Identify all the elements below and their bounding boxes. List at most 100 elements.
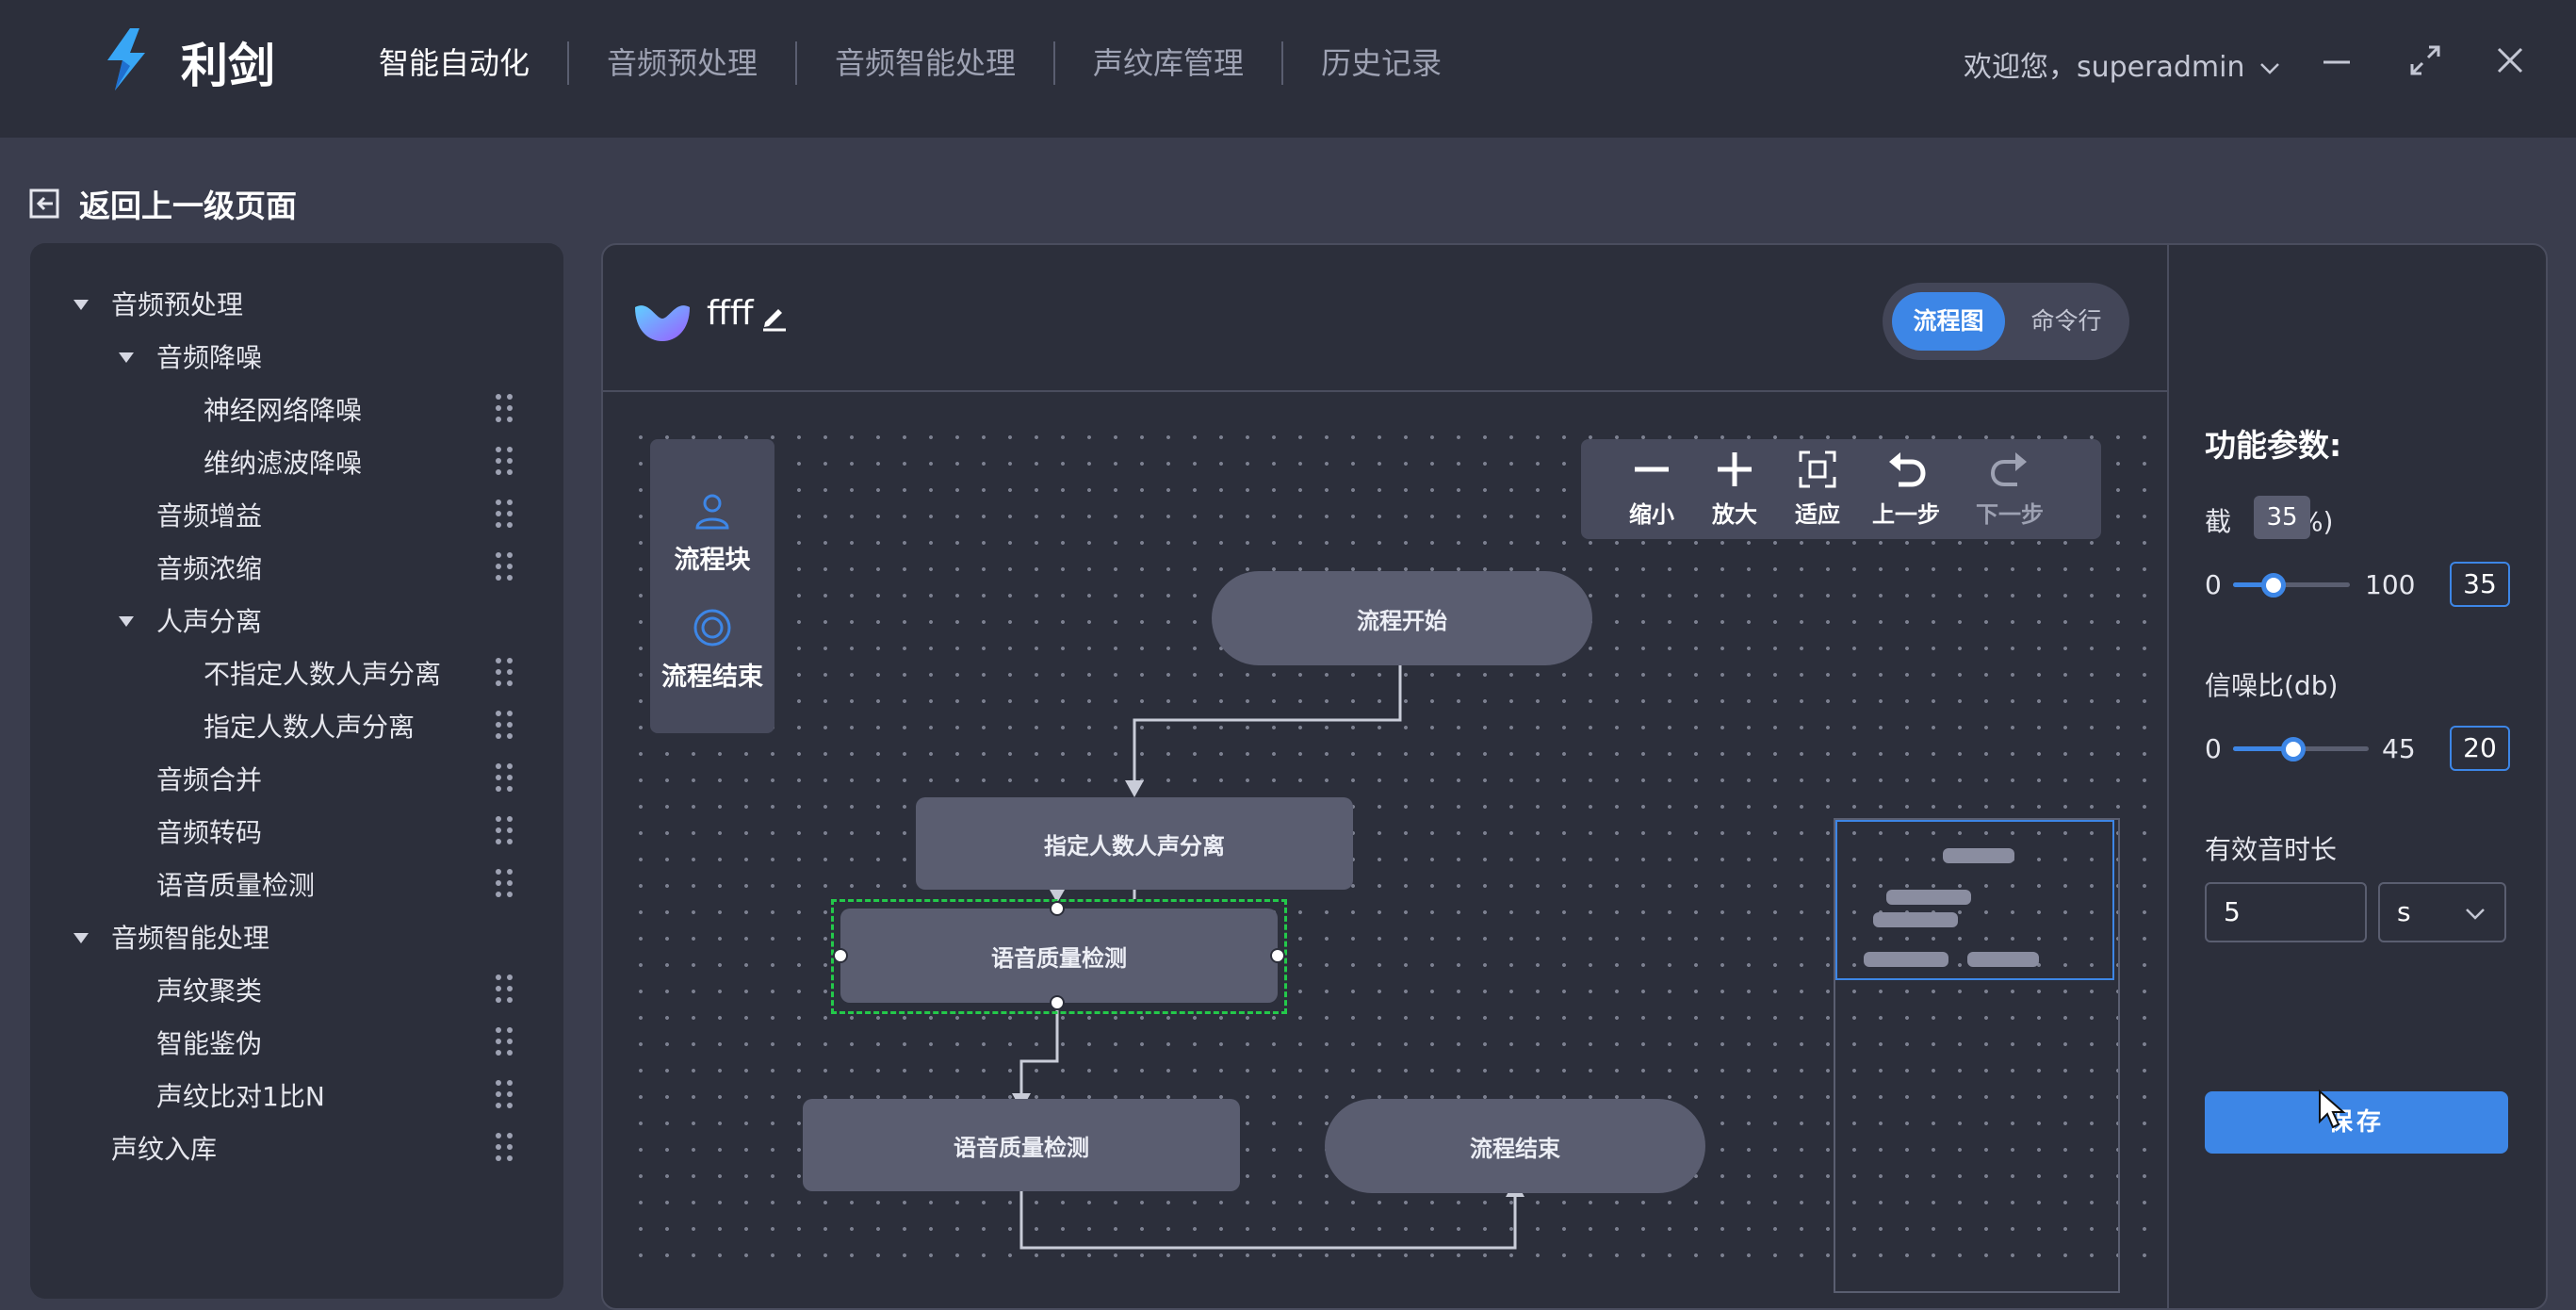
tree-label: 神经网络降噪 <box>204 395 363 426</box>
caret-down-icon <box>119 352 134 363</box>
minus-icon <box>1635 467 1669 472</box>
tree-group-preprocess[interactable]: 音频预处理 <box>30 277 563 330</box>
nav-history[interactable]: 历史记录 <box>1281 41 1479 85</box>
tree-group-denoise[interactable]: 音频降噪 <box>30 330 563 383</box>
tree-item-merge[interactable]: 音频合并 <box>30 752 563 805</box>
drag-handle-icon[interactable] <box>496 763 516 794</box>
node-flow-start[interactable]: 流程开始 <box>1212 571 1592 665</box>
slider-track[interactable] <box>2233 737 2369 761</box>
node-flow-end[interactable]: 流程结束 <box>1325 1099 1705 1193</box>
drag-handle-icon[interactable] <box>496 499 516 530</box>
minimap[interactable] <box>1834 818 2120 1293</box>
palette-item-flow-end[interactable]: 流程结束 <box>650 607 774 693</box>
tree-item-gain[interactable]: 音频增益 <box>30 488 563 541</box>
caret-down-icon <box>119 616 134 627</box>
undo-button[interactable]: 上一步 <box>1864 449 1948 529</box>
connector-handle[interactable] <box>1270 948 1285 963</box>
nav-smart-process[interactable]: 音频智能处理 <box>795 41 1053 85</box>
flow-header: ffff 流程图 命令行 <box>603 245 2167 392</box>
panel-divider <box>2167 245 2169 1310</box>
tree-label: 维纳滤波降噪 <box>204 448 363 479</box>
main-nav: 智能自动化 音频预处理 音频智能处理 声纹库管理 历史记录 <box>351 40 1479 87</box>
tree-item-unspecified-separation[interactable]: 不指定人数人声分离 <box>30 647 563 699</box>
edit-icon[interactable] <box>759 302 790 332</box>
palette-item-flow-block[interactable]: 流程块 <box>650 490 774 576</box>
node-quality-check[interactable]: 语音质量检测 <box>803 1099 1240 1191</box>
params-title: 功能参数: <box>2205 427 2342 464</box>
user-menu[interactable]: 欢迎您，superadmin <box>1964 43 2280 85</box>
target-icon <box>693 609 731 647</box>
connector-handle[interactable] <box>1050 901 1065 916</box>
duration-unit-select[interactable]: s <box>2378 882 2506 942</box>
tree-label: 音频智能处理 <box>111 923 270 954</box>
drag-handle-icon[interactable] <box>496 974 516 1005</box>
mouse-cursor-icon <box>2319 1089 2346 1129</box>
drag-handle-icon[interactable] <box>496 394 516 424</box>
slider-track[interactable] <box>2233 573 2350 598</box>
tree-item-quality-check[interactable]: 语音质量检测 <box>30 858 563 910</box>
user-icon <box>695 494 729 530</box>
snr-slider[interactable]: 0 45 <box>2205 729 2525 767</box>
caret-down-icon <box>73 933 89 943</box>
drag-handle-icon[interactable] <box>496 711 516 741</box>
back-link[interactable]: 返回上一级页面 <box>28 181 297 226</box>
slider-thumb[interactable] <box>2281 737 2306 761</box>
nav-automation[interactable]: 智能自动化 <box>379 45 530 81</box>
tree-item-enroll[interactable]: 声纹入库 <box>30 1122 563 1174</box>
maximize-icon[interactable] <box>2403 38 2448 83</box>
zoom-out-button[interactable]: 缩小 <box>1609 449 1694 529</box>
connector-handle[interactable] <box>1050 995 1065 1010</box>
clip-ratio-slider[interactable]: 0 100 <box>2205 565 2525 603</box>
caret-down-icon <box>73 300 89 310</box>
tree-item-wiener-denoise[interactable]: 维纳滤波降噪 <box>30 435 563 488</box>
zoom-in-button[interactable]: 放大 <box>1692 449 1777 529</box>
tree-label: 声纹入库 <box>111 1134 218 1165</box>
drag-handle-icon[interactable] <box>496 552 516 582</box>
tree-label: 音频增益 <box>156 500 263 532</box>
drag-handle-icon[interactable] <box>496 816 516 846</box>
tree-label: 声纹聚类 <box>156 975 263 1007</box>
slider-tooltip: 35 <box>2254 496 2310 539</box>
nav-voiceprint-library[interactable]: 声纹库管理 <box>1053 41 1281 85</box>
mode-flowchart-button[interactable]: 流程图 <box>1892 292 2005 351</box>
drag-handle-icon[interactable] <box>496 869 516 899</box>
drag-handle-icon[interactable] <box>496 658 516 688</box>
tree-label: 音频转码 <box>156 817 263 848</box>
tool-label: 上一步 <box>1872 501 1940 528</box>
snr-value[interactable]: 20 <box>2450 726 2510 771</box>
tree-item-condense[interactable]: 音频浓缩 <box>30 541 563 594</box>
minimap-node <box>1967 952 2039 967</box>
mode-command-button[interactable]: 命令行 <box>2030 307 2102 335</box>
tree-group-smart-process[interactable]: 音频智能处理 <box>30 910 563 963</box>
drag-handle-icon[interactable] <box>496 1080 516 1110</box>
node-quality-check-selected[interactable]: 语音质量检测 <box>840 909 1278 1003</box>
minimize-icon[interactable] <box>2314 38 2359 83</box>
duration-input[interactable]: 5 <box>2205 882 2367 942</box>
fit-button[interactable]: 适应 <box>1775 449 1860 529</box>
tree-item-specified-separation[interactable]: 指定人数人声分离 <box>30 699 563 752</box>
drag-handle-icon[interactable] <box>496 447 516 477</box>
connector-handle[interactable] <box>833 948 848 963</box>
save-button[interactable]: 保存 <box>2205 1091 2508 1154</box>
tree-item-clustering[interactable]: 声纹聚类 <box>30 963 563 1016</box>
close-icon[interactable] <box>2487 38 2533 83</box>
slider-thumb[interactable] <box>2261 573 2286 598</box>
tree-item-anti-spoof[interactable]: 智能鉴伪 <box>30 1016 563 1069</box>
tree-item-neural-denoise[interactable]: 神经网络降噪 <box>30 383 563 435</box>
node-specified-separation[interactable]: 指定人数人声分离 <box>916 797 1353 890</box>
chevron-down-icon <box>2466 909 2485 920</box>
drag-handle-icon[interactable] <box>496 1027 516 1057</box>
tree-item-compare-1n[interactable]: 声纹比对1比N <box>30 1069 563 1122</box>
tree-label: 指定人数人声分离 <box>204 712 416 743</box>
chevron-down-icon <box>2260 63 2279 74</box>
clip-label-prefix: 截 <box>2205 506 2232 537</box>
redo-button[interactable]: 下一步 <box>1967 449 2052 529</box>
tool-label: 缩小 <box>1629 501 1674 528</box>
tree-group-separation[interactable]: 人声分离 <box>30 594 563 647</box>
clip-ratio-value[interactable]: 35 <box>2450 562 2510 607</box>
minimap-node <box>1873 912 1958 927</box>
nav-preprocess[interactable]: 音频预处理 <box>567 41 795 85</box>
tree-item-transcode[interactable]: 音频转码 <box>30 805 563 858</box>
drag-handle-icon[interactable] <box>496 1133 516 1163</box>
minimap-viewport[interactable] <box>1835 820 2114 980</box>
